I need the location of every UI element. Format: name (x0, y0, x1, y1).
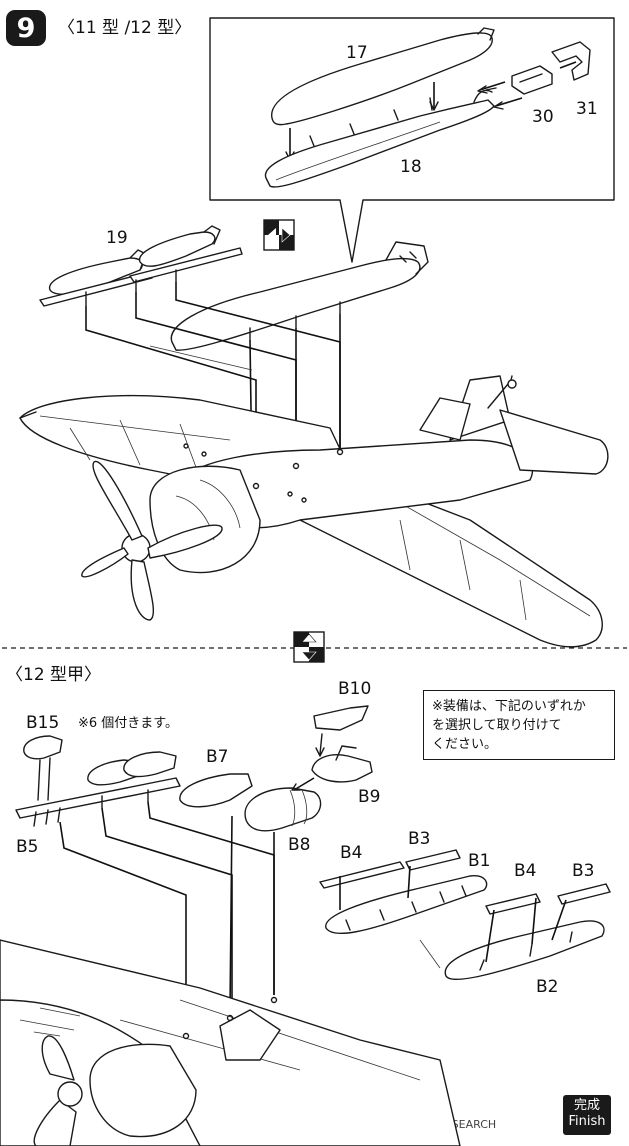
part-B7-B8-rocket (179, 773, 322, 832)
variant-label-12-ko: 〈12 型甲〉 (6, 665, 102, 685)
equipment-note-line-3: ください。 (432, 737, 498, 752)
part-label-B7: B7 (206, 747, 228, 767)
step-number-badge: 9 (6, 10, 46, 46)
part-B10-B9-fin-assembly (311, 705, 373, 783)
part-30-brace (477, 65, 553, 110)
part-label-31: 31 (576, 99, 598, 119)
bottom-attachment-guides (59, 801, 441, 1030)
finish-label-en: Finish (568, 1114, 606, 1129)
detail-inset-box (209, 17, 615, 263)
part-label-19: 19 (106, 228, 128, 248)
part-label-B3-right: B3 (572, 861, 594, 881)
part-label-17: 17 (346, 43, 368, 63)
assembled-drop-tank (170, 241, 429, 351)
part-label-B2: B2 (536, 977, 558, 997)
part-31-brace (551, 41, 591, 81)
part-label-B10: B10 (338, 679, 371, 699)
part-B5-B15-rack (15, 735, 181, 827)
aircraft-bottom-partial (0, 939, 461, 1146)
equipment-note-line-2: を選択して取り付けて (432, 718, 562, 733)
part-label-B4-right: B4 (514, 861, 536, 881)
part-label-30: 30 (532, 107, 554, 127)
equipment-choice-note-box: ※装備は、下記のいずれか を選択して取り付けて ください。 (423, 690, 615, 760)
part-label-B1: B1 (468, 851, 490, 871)
aircraft-top-view (19, 375, 609, 648)
b15-quantity-note: ※6 個付きます。 (78, 716, 178, 731)
part-label-B9: B9 (358, 787, 380, 807)
part-B2-tank (444, 883, 611, 980)
part-B1-rack (319, 849, 488, 935)
part-label-B4-left: B4 (340, 843, 362, 863)
part-19-bombs (39, 225, 243, 307)
finish-label-jp: 完成 (573, 1098, 600, 1113)
part-label-B15: B15 (26, 713, 59, 733)
part-label-B8: B8 (288, 835, 310, 855)
part-label-B3-left: B3 (408, 829, 430, 849)
flip-over-icon (263, 219, 295, 251)
equipment-note-line-1: ※装備は、下記のいずれか (432, 699, 586, 714)
finish-badge: 完成 Finish (563, 1095, 611, 1135)
part-label-B5: B5 (16, 837, 38, 857)
part-17-drop-tank-half (271, 27, 495, 161)
variant-label-11-12: 〈11 型 /12 型〉 (58, 18, 192, 38)
part-label-18: 18 (400, 157, 422, 177)
part-18-drop-tank-half (264, 87, 497, 188)
up-down-arrows-icon (293, 631, 325, 663)
